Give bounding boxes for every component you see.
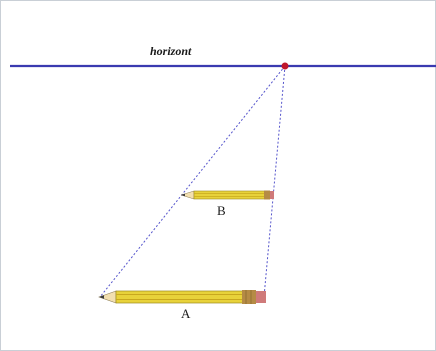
pencil-b-ferrule	[264, 190, 270, 200]
pencil-b	[180, 190, 274, 200]
pencil-a	[98, 290, 266, 304]
construction-line-end-a	[263, 65, 286, 298]
pencil-a-body	[115, 290, 245, 304]
pencil-a-label: A	[181, 306, 191, 321]
pencil-a-ferrule	[242, 290, 256, 304]
vanishing-point	[281, 62, 289, 70]
construction-line-tip-a	[99, 65, 286, 298]
pencil-b-label: B	[217, 203, 226, 218]
pencil-b-body	[193, 190, 267, 200]
pencil-b-eraser	[270, 191, 274, 199]
horizon-label: horizont	[150, 44, 192, 58]
pencil-a-eraser	[256, 291, 266, 303]
